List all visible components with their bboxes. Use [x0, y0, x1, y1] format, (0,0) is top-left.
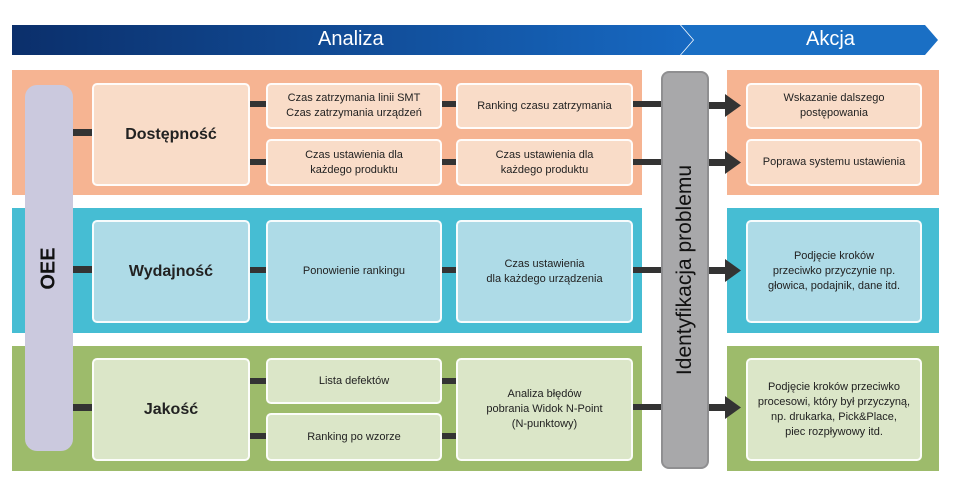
arrow-right-icon [709, 151, 741, 174]
connector [633, 404, 661, 410]
quality-box-defects: Lista defektów [266, 358, 442, 404]
availability-box-setup-2-label: Czas ustawienia dla każdego produktu [495, 148, 594, 176]
action-arrow [681, 25, 938, 55]
quality-category-label: Jakość [143, 401, 199, 418]
performance-box-reranking: Ponowienie rankingu [266, 220, 442, 323]
action-box-performance: Podjęcie kroków przeciwko przyczynie np.… [746, 220, 922, 323]
connector [633, 159, 661, 165]
availability-category: Dostępność [92, 83, 250, 186]
performance-category-label: Wydajność [128, 263, 214, 280]
quality-box-defects-label: Lista defektów [318, 374, 390, 387]
quality-box-pattern-ranking: Ranking po wzorze [266, 413, 442, 461]
action-box-next-steps: Wskazanie dalszego postępowania [746, 83, 922, 129]
action-box-next-steps-label: Wskazanie dalszego postępowania [783, 92, 885, 119]
availability-box-downtime: Czas zatrzymania linii SMT Czas zatrzyma… [266, 83, 442, 129]
connector [442, 267, 456, 273]
arrow-right-icon [709, 396, 741, 419]
quality-box-analysis-label: Analiza błędów pobrania Widok N-Point (N… [486, 388, 603, 430]
problem-identification-bar: Identyfikacja problemu [661, 71, 709, 469]
performance-box-setup: Czas ustawienia dla każdego urządzenia [456, 220, 633, 323]
performance-category: Wydajność [92, 220, 250, 323]
connector [250, 159, 266, 165]
action-box-setup-system-label: Poprawa systemu ustawienia [762, 156, 906, 168]
availability-box-setup: Czas ustawienia dla każdego produktu [266, 139, 442, 186]
action-arrows [709, 94, 741, 419]
action-box-setup-system: Poprawa systemu ustawienia [746, 139, 922, 186]
arrow-right-icon [709, 94, 741, 117]
connector [73, 266, 92, 273]
availability-category-label: Dostępność [125, 126, 217, 143]
action-box-quality: Podjęcie kroków przeciwko procesowi, któ… [746, 358, 922, 461]
action-box-performance-label: Podjęcie kroków przeciwko przyczynie np.… [767, 250, 901, 292]
connector [250, 433, 266, 439]
availability-box-downtime-label: Czas zatrzymania linii SMT Czas zatrzyma… [286, 92, 422, 119]
availability-box-setup-2: Czas ustawienia dla każdego produktu [456, 139, 633, 186]
connector [250, 378, 266, 384]
oee-bar: OEE [25, 85, 73, 451]
connector [73, 404, 92, 411]
connector [73, 129, 92, 136]
problem-identification-label: Identyfikacja problemu [673, 164, 696, 376]
connector [633, 101, 661, 107]
analysis-label: Analiza [318, 28, 384, 50]
connector [250, 101, 266, 107]
connector [442, 159, 456, 165]
action-box-quality-label: Podjęcie kroków przeciwko procesowi, któ… [757, 380, 911, 438]
availability-box-ranking-label: Ranking czasu zatrzymania [477, 99, 612, 112]
connector [442, 378, 456, 384]
connector [442, 101, 456, 107]
availability-box-setup-label: Czas ustawienia dla każdego produktu [305, 148, 403, 176]
header-bar [12, 25, 938, 55]
connector [633, 267, 661, 273]
performance-box-setup-label: Czas ustawienia dla każdego urządzenia [486, 257, 603, 285]
connector [250, 267, 266, 273]
arrow-right-icon [709, 259, 741, 282]
quality-box-analysis: Analiza błędów pobrania Widok N-Point (N… [456, 358, 633, 461]
analysis-arrow [12, 25, 693, 55]
quality-category: Jakość [92, 358, 250, 461]
availability-box-ranking: Ranking czasu zatrzymania [456, 83, 633, 129]
action-label: Akcja [806, 28, 855, 50]
quality-box-pattern-ranking-label: Ranking po wzorze [307, 430, 401, 443]
connector [442, 433, 456, 439]
performance-box-reranking-label: Ponowienie rankingu [302, 265, 406, 277]
oee-label: OEE [37, 246, 60, 290]
